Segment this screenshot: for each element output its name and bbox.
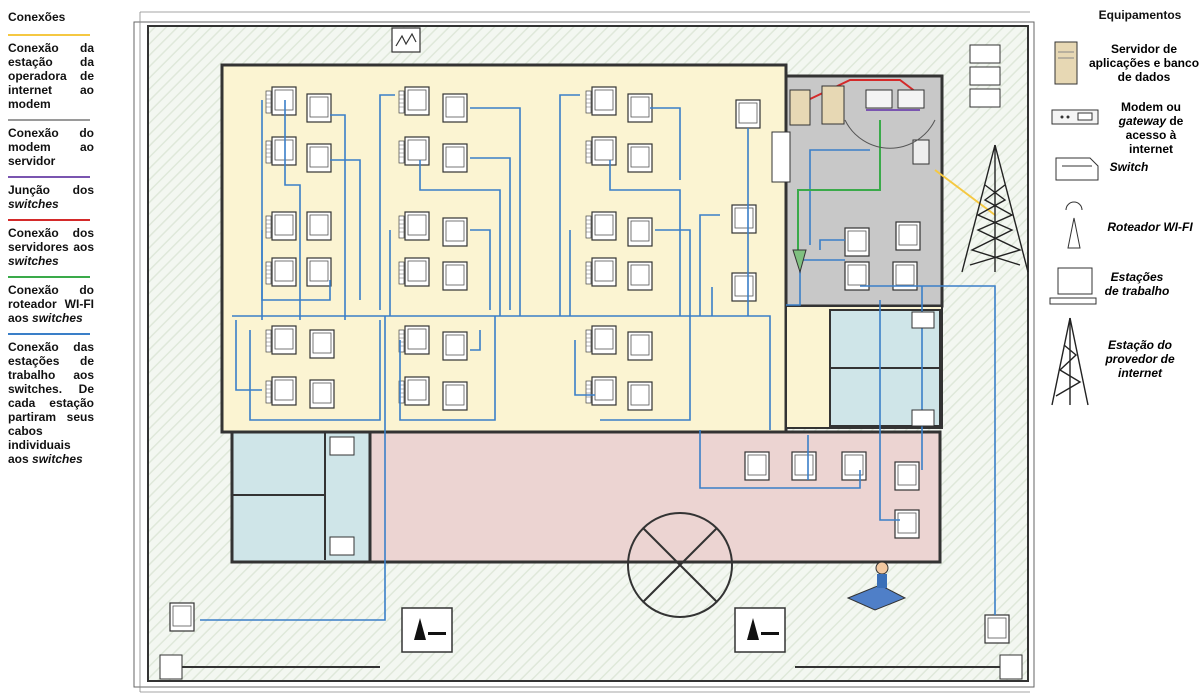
legend-item-red: Conexão dos servidores aos switches	[8, 219, 94, 268]
server-icon	[1054, 41, 1078, 85]
modem-label: Modem ou gateway de acesso à internet	[1118, 100, 1184, 156]
server-icon-room	[771, 85, 936, 274]
legend-item-blue: Conexão das estações de trabalho aos swi…	[8, 333, 94, 466]
person-at-desk-icon	[846, 561, 907, 611]
wc-icon-2	[911, 409, 935, 427]
wc-icon-3	[329, 436, 355, 456]
switch-label: Switch	[1109, 160, 1149, 174]
legend-swatch-gray	[8, 119, 90, 121]
chart-sign-icon	[391, 27, 421, 53]
picnic-table-icon-1	[401, 607, 453, 653]
legend-title: Conexões	[8, 10, 66, 24]
outdoor-units	[969, 44, 1001, 108]
office-area	[220, 63, 788, 434]
legend-text: Conexão da estação da operadora de inter…	[8, 41, 94, 111]
provider-label: Estação do provedor de internet	[1105, 338, 1175, 380]
router-label: Roteador WI-FI	[1107, 220, 1193, 234]
gate-right	[999, 654, 1023, 680]
legend-text: Conexão das estações de trabalho aos swi…	[8, 340, 94, 466]
legend-swatch-purple	[8, 176, 90, 178]
legend-swatch-blue	[8, 333, 90, 335]
modem-icon	[1051, 109, 1099, 125]
legend-text: Conexão do roteador WI-FI aos switches	[8, 283, 94, 325]
picnic-table-icon-2	[734, 607, 786, 653]
legend-swatch-green	[8, 276, 90, 278]
legend-text: Junção dos switches	[8, 183, 94, 211]
legend-item-gray: Conexão do modem ao servidor	[8, 119, 94, 168]
wifi-cable	[797, 120, 881, 260]
server-label: Servidor de aplicações e banco de dados	[1088, 42, 1200, 84]
legend-item-green: Conexão do roteador WI-FI aos switches	[8, 276, 94, 325]
legend-swatch-yellow	[8, 34, 90, 36]
workstations-label: Estações de trabalho	[1104, 270, 1170, 298]
connections-legend: Conexões Conexão da estação da operadora…	[8, 10, 94, 474]
legend-text: Conexão dos servidores aos switches	[8, 226, 94, 268]
workstation-icon	[1049, 267, 1097, 305]
round-table	[627, 512, 733, 618]
legend-text: Conexão do modem ao servidor	[8, 126, 94, 168]
provider-tower-icon	[1051, 317, 1089, 406]
equipment-title: Equipamentos	[1098, 8, 1182, 22]
legend-item-purple: Junção dos switches	[8, 176, 94, 211]
equipment-legend: Equipamentos	[1040, 8, 1200, 22]
wc-icon-4	[329, 536, 355, 556]
provider-cable	[934, 169, 996, 216]
router-icon	[1065, 201, 1083, 249]
provider-tower-site	[961, 144, 1029, 273]
gate-left	[159, 654, 183, 680]
workstation-cables	[200, 94, 996, 621]
wc-icon-1	[911, 311, 935, 329]
legend-item-yellow: Conexão da estação da operadora de inter…	[8, 34, 94, 111]
legend-swatch-red	[8, 219, 90, 221]
switch-icon	[1055, 157, 1099, 181]
